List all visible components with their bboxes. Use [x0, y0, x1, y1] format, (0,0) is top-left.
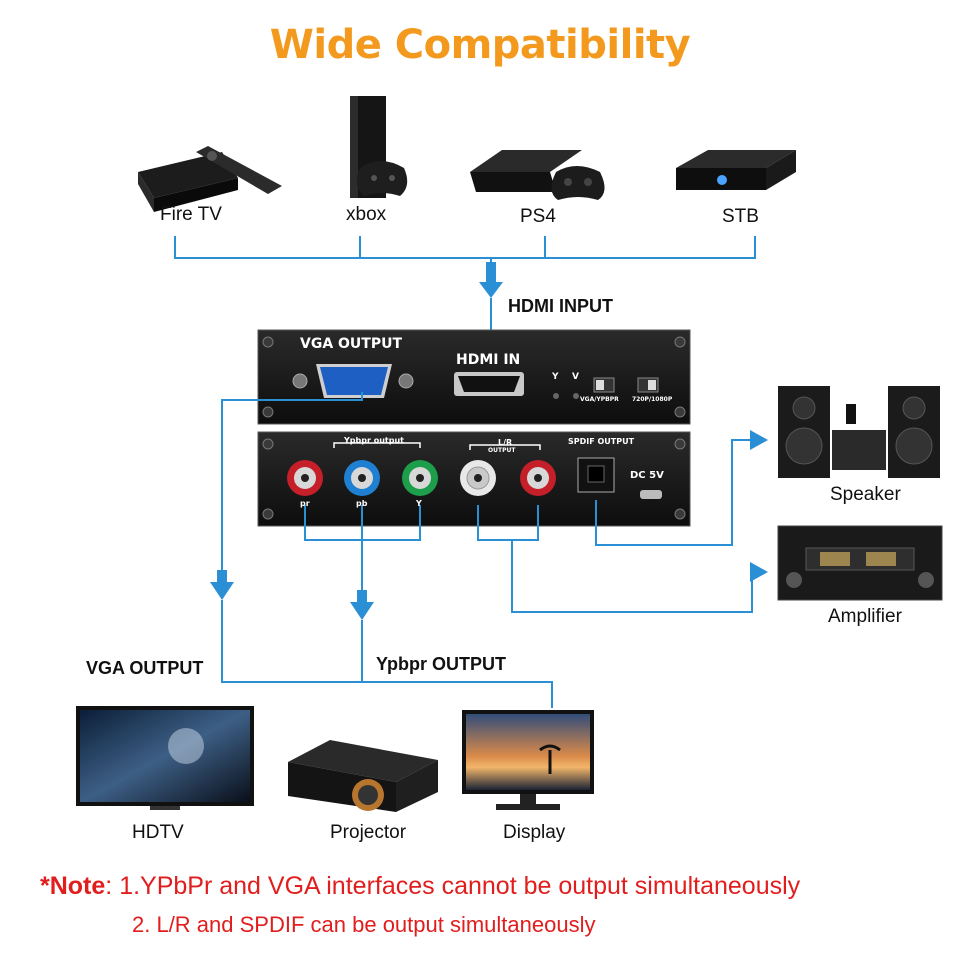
panel-hdmi-label: HDMI IN — [456, 352, 521, 368]
display-label: Display — [503, 822, 566, 843]
ypbpr-arrow-head — [350, 602, 374, 620]
amplifier-label: Amplifier — [828, 606, 902, 627]
output-arrows — [210, 430, 768, 620]
source-label-stb: STB — [722, 206, 759, 227]
panel-lr-label: L/R — [498, 438, 513, 447]
led-y — [553, 393, 559, 399]
source-bus-lines — [174, 236, 756, 282]
jack-audio-right — [520, 460, 556, 496]
panel-y-label: Y — [416, 499, 422, 508]
resolution-switch — [637, 377, 659, 393]
dc-power-port — [640, 490, 662, 499]
panel-pb-label: pb — [356, 499, 368, 508]
spdif-port — [577, 457, 615, 493]
hdmi-input-arrow — [479, 262, 503, 298]
hdmi-input-label: HDMI INPUT — [508, 296, 613, 316]
ypbpr-output-label: Ypbpr OUTPUT — [376, 654, 506, 674]
led-v — [573, 393, 579, 399]
panel-led-v-label: V — [572, 372, 579, 382]
jack-y — [402, 460, 438, 496]
panel-switch1-label: VGA/YPBPR — [580, 396, 619, 403]
panel-spdif-label: SPDIF OUTPUT — [568, 437, 635, 446]
note-line-1: *Note: 1.YPbPr and VGA interfaces cannot… — [40, 872, 800, 901]
page-title: Wide Compatibility — [269, 22, 691, 68]
vga-arrow-head — [210, 582, 234, 600]
panel-led-y-label: Y — [552, 372, 559, 382]
converter-top-panel — [257, 329, 691, 425]
vga-port — [292, 364, 414, 398]
vga-arrow-shaft — [217, 570, 227, 584]
vga-output-label: VGA OUTPUT — [86, 658, 204, 678]
source-label-xbox: xbox — [346, 204, 387, 225]
jack-pb — [344, 460, 380, 496]
hdmi-in-port — [454, 372, 524, 396]
source-label-fire-tv: Fire TV — [160, 204, 222, 225]
amplifier-arrow-head — [750, 562, 768, 582]
jack-pr — [287, 460, 323, 496]
note-line-1-text: : 1.YPbPr and VGA interfaces cannot be o… — [105, 872, 801, 900]
panel-ypbpr-label: Ypbpr output — [344, 436, 404, 445]
projector-label: Projector — [330, 822, 407, 843]
projector-icon — [288, 740, 438, 812]
panel-lr-sub-label: OUTPUT — [488, 447, 516, 454]
panel-vga-label: VGA OUTPUT — [300, 336, 403, 352]
set-top-box-icon — [676, 150, 796, 190]
speaker-label: Speaker — [830, 484, 901, 505]
hdtv-icon — [76, 706, 254, 810]
vga-ypbpr-switch — [593, 377, 615, 393]
hdtv-label: HDTV — [132, 822, 184, 843]
note-line-2: 2. L/R and SPDIF can be output simultane… — [132, 912, 596, 937]
monitor-icon — [462, 710, 594, 810]
panel-switch2-label: 720P/1080P — [632, 396, 673, 403]
amplifier-icon — [777, 525, 943, 601]
speaker-system-icon — [778, 386, 940, 478]
panel-dc-label: DC 5V — [630, 470, 664, 481]
xbox-console-icon — [350, 96, 408, 198]
source-label-ps4: PS4 — [520, 206, 556, 227]
ps4-console-icon — [470, 150, 605, 200]
output-routing-lines — [221, 392, 753, 708]
speaker-arrow-head — [750, 430, 768, 450]
fire-tv-icon — [138, 146, 282, 212]
converter-bottom-panel — [257, 431, 691, 527]
note-prefix: *Note — [40, 872, 106, 900]
jack-audio-left — [460, 460, 496, 496]
panel-pr-label: pr — [300, 499, 310, 508]
